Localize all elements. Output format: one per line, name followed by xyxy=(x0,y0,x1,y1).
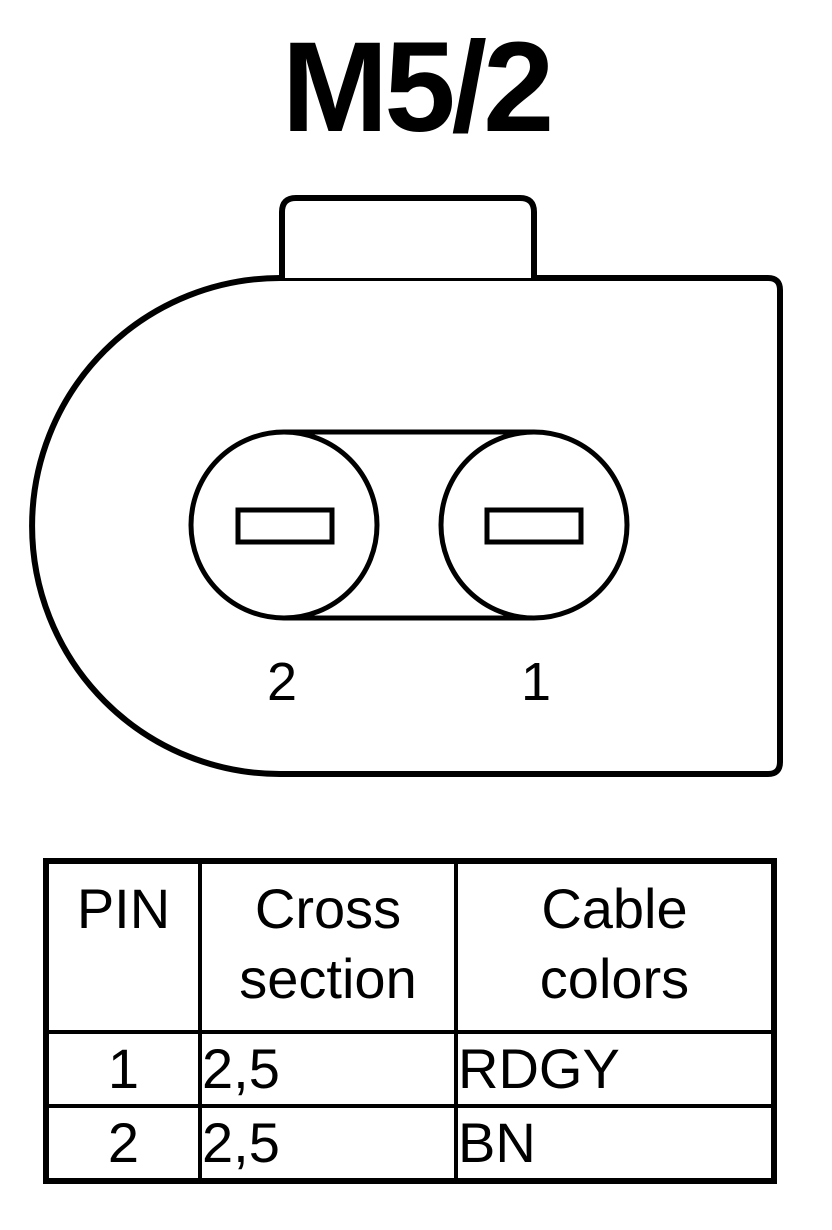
locking-tab xyxy=(279,195,537,278)
row-2-cable-color: BN xyxy=(454,1104,776,1183)
pin-label-2: 2 xyxy=(267,652,297,712)
table-header-row: PIN Cross section Cable colors xyxy=(44,859,776,1034)
header-cross-section-line1: Cross xyxy=(254,877,402,940)
header-cable-colors: Cable colors xyxy=(454,859,776,1034)
header-cable-colors-line2: colors xyxy=(539,947,690,1010)
pin-label-1: 1 xyxy=(521,652,551,712)
row-1-cable-color: RDGY xyxy=(454,1030,776,1108)
row-2-pin: 2 xyxy=(44,1104,202,1183)
connector-title: M5/2 xyxy=(281,16,555,159)
pin-2-contact xyxy=(235,507,335,545)
pin-assignment-table: PIN Cross section Cable colors 1 2,5 RDG… xyxy=(43,858,777,1184)
table-row: 2 2,5 BN xyxy=(44,1104,776,1183)
table-row: 1 2,5 RDGY xyxy=(44,1030,776,1108)
header-cross-section: Cross section xyxy=(198,859,458,1034)
row-1-cross-section: 2,5 xyxy=(198,1030,458,1108)
header-pin: PIN xyxy=(44,859,202,1034)
row-2-cross-section: 2,5 xyxy=(198,1104,458,1183)
header-cross-section-line2: section xyxy=(239,947,417,1010)
header-cable-colors-line1: Cable xyxy=(541,877,688,940)
header-pin-line1: PIN xyxy=(76,877,171,940)
row-1-pin: 1 xyxy=(44,1030,202,1108)
connector-diagram: 2 1 xyxy=(29,195,783,777)
pin-1-contact xyxy=(484,507,584,545)
